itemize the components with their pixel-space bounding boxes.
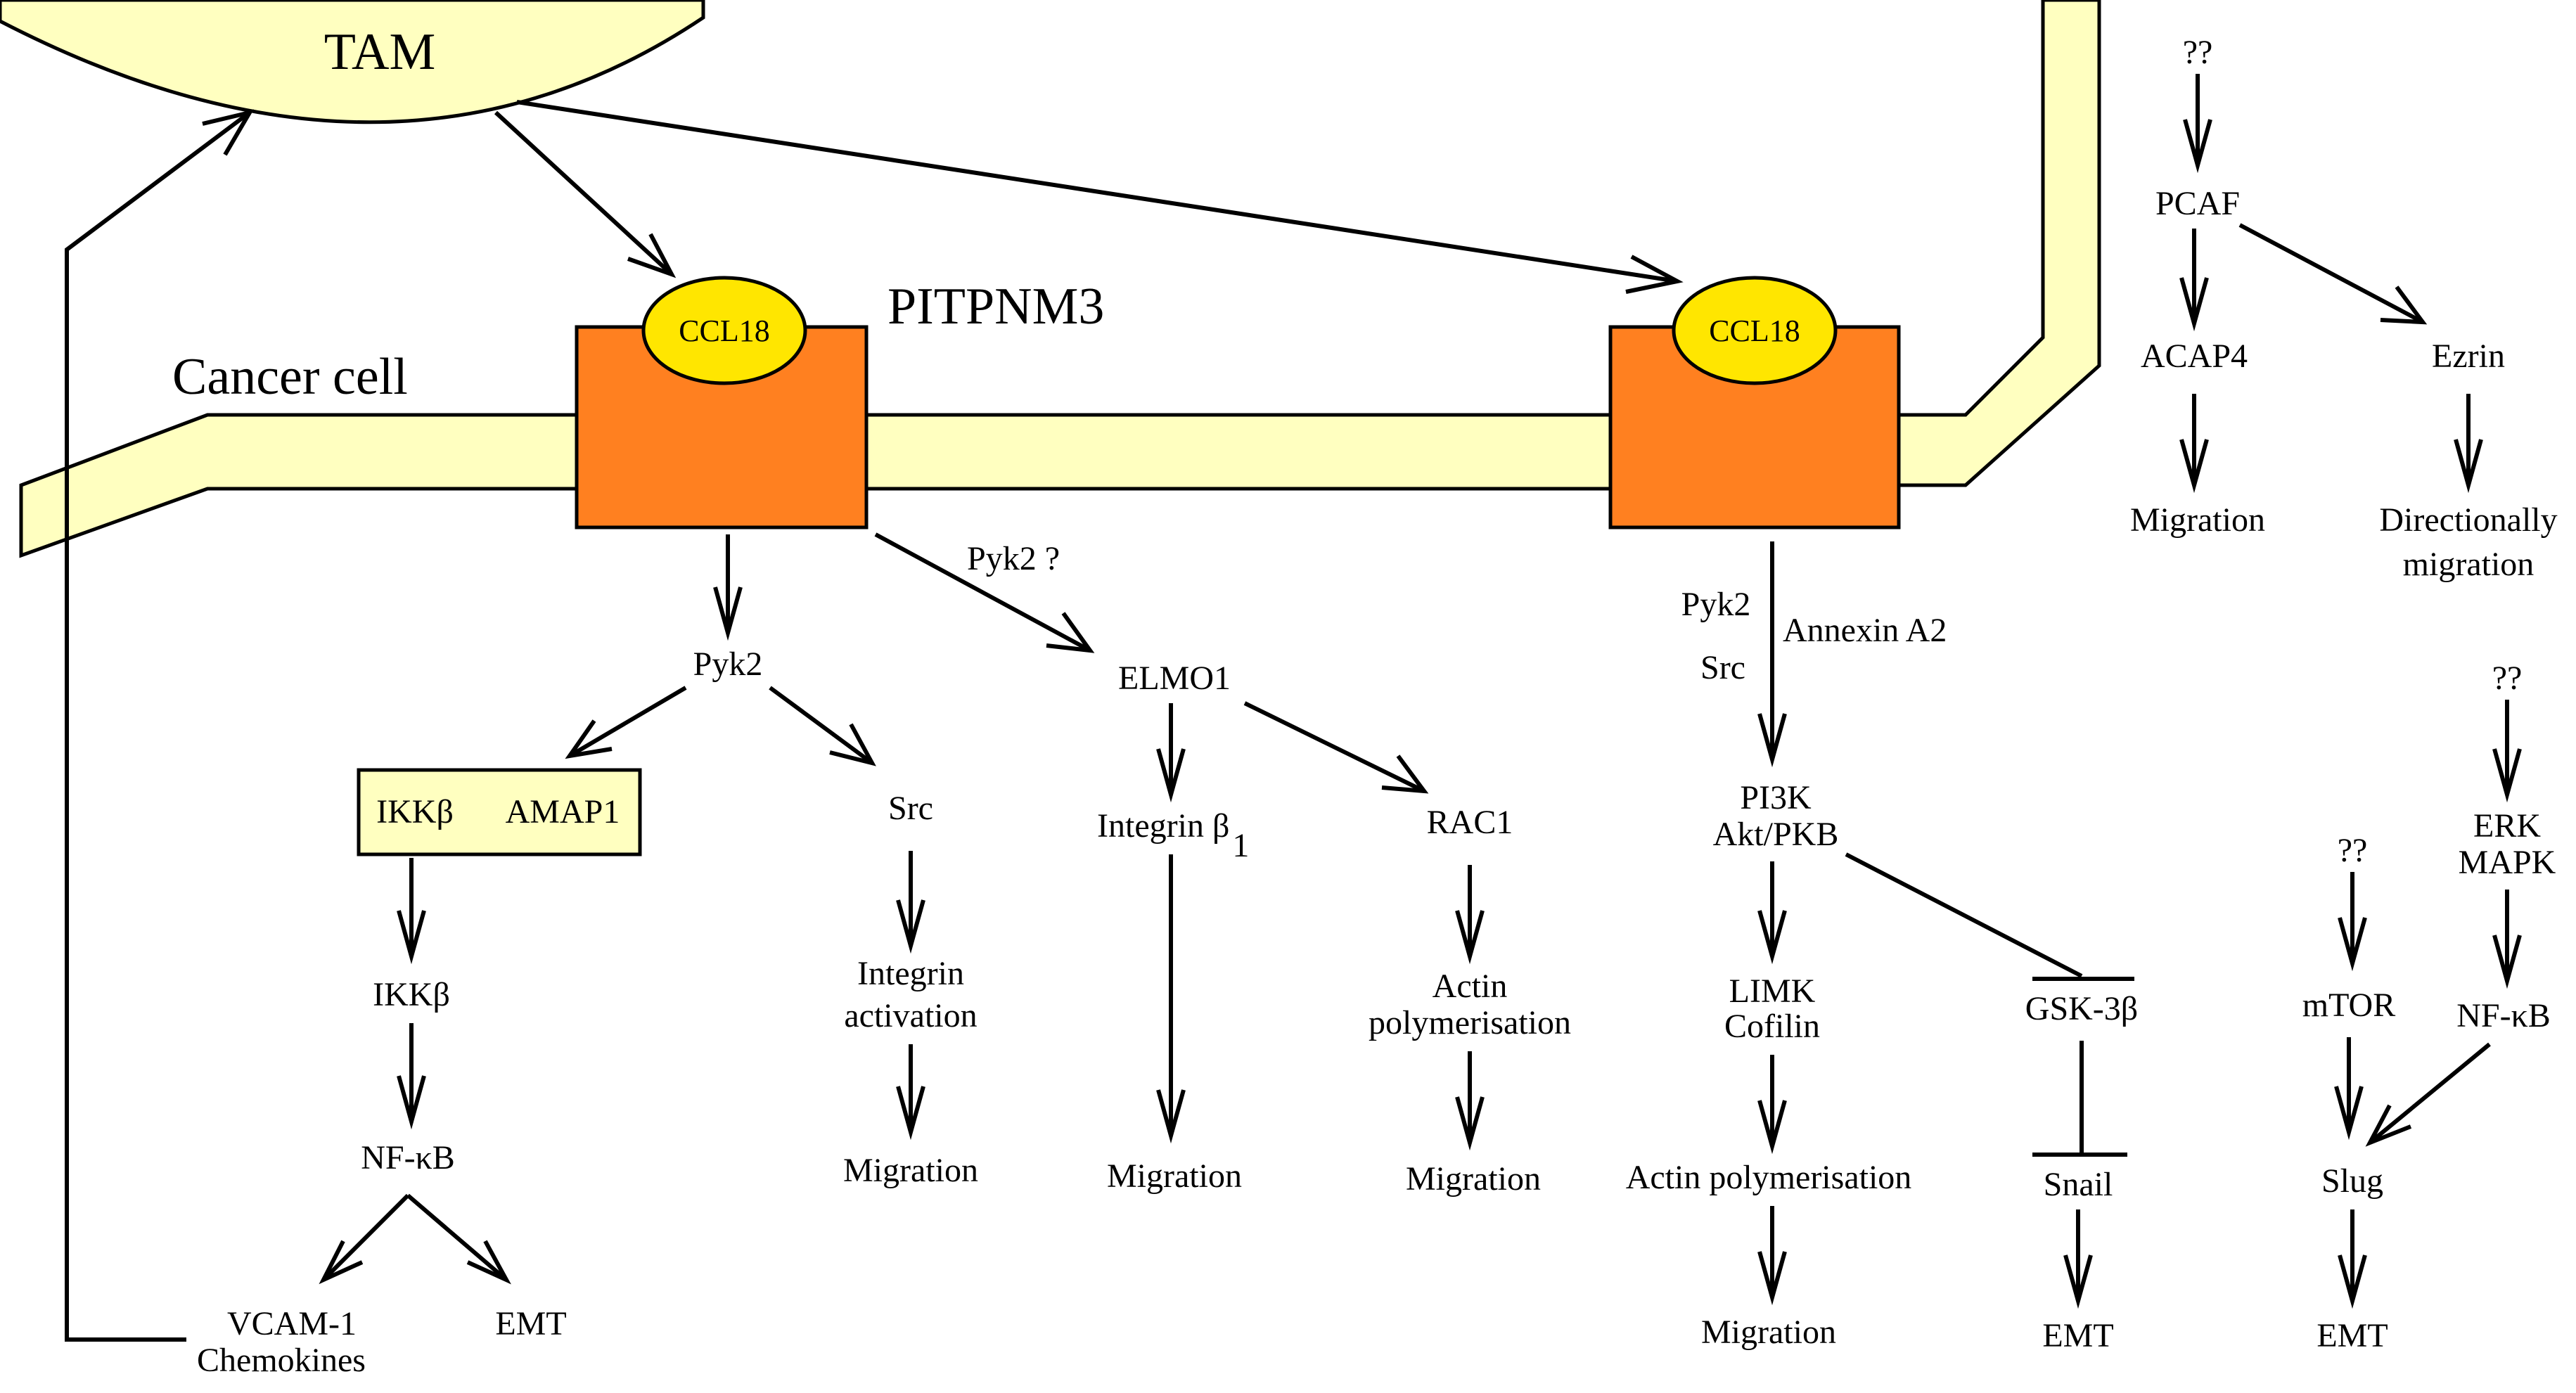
ikkb-amap1-box	[357, 768, 642, 856]
ccl18-right-label: CCL18	[1709, 314, 1800, 348]
gsk3b: GSK-3β	[2025, 990, 2138, 1027]
elmo1-to-integrin-b1-arrow	[1156, 703, 1186, 803]
src-left: Src	[888, 790, 933, 827]
cancer-cell-label: Cancer cell	[172, 348, 408, 406]
snail: Snail	[2044, 1166, 2113, 1203]
slug: Slug	[2321, 1162, 2383, 1200]
integrin-activation-1: Integrin	[857, 955, 964, 992]
nfkb-right: NF-κB	[2456, 997, 2551, 1034]
tam-label: TAM	[324, 23, 436, 81]
pcaf-to-ezrin-arrow	[2238, 223, 2428, 325]
src-right: Src	[1700, 649, 1745, 686]
cancer-membrane-right	[1897, 0, 2101, 487]
unknown-to-mtor-arrow	[2338, 872, 2367, 972]
nfkb-to-emt-arrow	[406, 1193, 511, 1285]
directionally-migration: migration	[2403, 546, 2535, 583]
gsk-inhibits-snail-line	[2032, 1041, 2127, 1157]
pcaf: PCAF	[2155, 185, 2240, 222]
directionally: Directionally	[2379, 501, 2557, 539]
snail-to-emt-arrow	[2063, 1209, 2093, 1309]
mtor-to-slug-arrow	[2334, 1037, 2364, 1141]
ikkb: IKKβ	[373, 976, 450, 1013]
ccl18-left	[641, 276, 807, 385]
slug-to-emt-arrow	[2338, 1209, 2367, 1309]
unknown-to-erk-arrow	[2492, 700, 2522, 803]
src-to-integrin-arrow	[896, 851, 925, 954]
cancer-membrane-middle	[863, 413, 1613, 491]
unknown-mtor: ??	[2338, 832, 2368, 869]
pyk2-question-label: Pyk2 ?	[967, 540, 1060, 577]
amap1-box-label: AMAP1	[506, 793, 620, 830]
receptor-right-to-pi3k-arrow	[1757, 541, 1787, 768]
cancer-membrane-left	[19, 413, 579, 558]
migration-integrin: Migration	[1107, 1157, 1242, 1195]
integrin-b1-to-migration-arrow	[1156, 854, 1186, 1144]
actin-poly-2: polymerisation	[1369, 1004, 1571, 1041]
receptor-to-elmo1-arrow	[874, 532, 1095, 653]
unknown-pcaf: ??	[2183, 34, 2213, 71]
tam-to-ccl18-left-arrow	[494, 110, 677, 278]
limk: LIMK	[1729, 972, 1816, 1010]
integrin-b1-main: Integrin β	[1097, 807, 1229, 845]
integrin-b1: Integrin β1	[1097, 807, 1249, 864]
migration-pcaf: Migration	[2130, 501, 2265, 539]
mtor: mTOR	[2302, 987, 2395, 1024]
nfkb-to-vcam-arrow	[319, 1193, 410, 1285]
pyk2-left: Pyk2	[693, 646, 763, 683]
akt-pkb: Akt/PKB	[1713, 816, 1839, 853]
vcam1: VCAM-1	[227, 1305, 357, 1342]
pyk2-to-src-arrow	[769, 686, 876, 766]
akt-to-limk-arrow	[1757, 861, 1787, 965]
pyk2-to-ikkb-box-arrow	[565, 686, 687, 759]
ezrin: Ezrin	[2432, 338, 2505, 375]
tam-to-ccl18-right-arrow	[516, 100, 1684, 294]
emt-slug: EMT	[2317, 1317, 2388, 1354]
ikkb-to-nfkb-arrow	[397, 1023, 426, 1130]
chemokines: Chemokines	[197, 1342, 366, 1379]
nfkb-left: NF-κB	[361, 1139, 455, 1176]
emt-right: EMT	[2042, 1317, 2113, 1354]
box-to-ikkb-arrow	[397, 858, 426, 965]
acap4-to-migration-arrow	[2179, 394, 2209, 494]
unknown-to-pcaf-arrow	[2183, 74, 2212, 174]
chemokines-to-tam-arrow	[65, 109, 255, 1342]
rac1-to-actin-arrow	[1455, 865, 1485, 965]
cofilin: Cofilin	[1724, 1008, 1820, 1045]
erk: ERK	[2473, 807, 2541, 845]
mapk-to-nfkb-arrow	[2492, 890, 2522, 989]
migration-src: Migration	[843, 1152, 978, 1189]
elmo1: ELMO1	[1118, 660, 1231, 697]
migration-right: Migration	[1701, 1314, 1836, 1351]
acap4: ACAP4	[2141, 338, 2248, 375]
pyk2-right: Pyk2	[1681, 586, 1751, 623]
akt-inhibits-gsk-line	[1845, 852, 2134, 981]
ccl18-right	[1672, 276, 1838, 385]
pi3k: PI3K	[1740, 779, 1812, 816]
rac1: RAC1	[1427, 804, 1513, 841]
cofilin-to-actin-arrow	[1757, 1055, 1787, 1155]
pcaf-to-acap4-arrow	[2179, 229, 2209, 332]
integrin-b1-sub: 1	[1232, 827, 1249, 864]
mapk: MAPK	[2459, 844, 2556, 881]
pitpnm3-label: PITPNM3	[887, 278, 1104, 335]
emt-left: EMT	[495, 1305, 566, 1342]
ikkb-box-label: IKKβ	[376, 793, 454, 830]
integrin-to-migration-arrow	[896, 1044, 925, 1141]
ezrin-to-directional-arrow	[2454, 394, 2483, 494]
elmo1-to-rac1-arrow	[1243, 701, 1429, 794]
nfkb-to-slug-arrow	[2365, 1042, 2491, 1147]
actin-to-migration-right-arrow	[1757, 1206, 1787, 1306]
actin-polymerisation: Actin polymerisation	[1626, 1159, 1912, 1196]
migration-rac1: Migration	[1406, 1160, 1541, 1198]
annexin-a2: Annexin A2	[1783, 612, 1947, 649]
actin-poly-1: Actin	[1433, 968, 1508, 1005]
receptor-to-pyk2-arrow	[713, 534, 743, 641]
ccl18-left-label: CCL18	[679, 314, 770, 348]
tam-cell	[0, 0, 705, 124]
integrin-activation-2: activation	[844, 997, 977, 1034]
unknown-erk: ??	[2492, 660, 2523, 697]
actin-to-migration-arrow	[1455, 1051, 1485, 1151]
